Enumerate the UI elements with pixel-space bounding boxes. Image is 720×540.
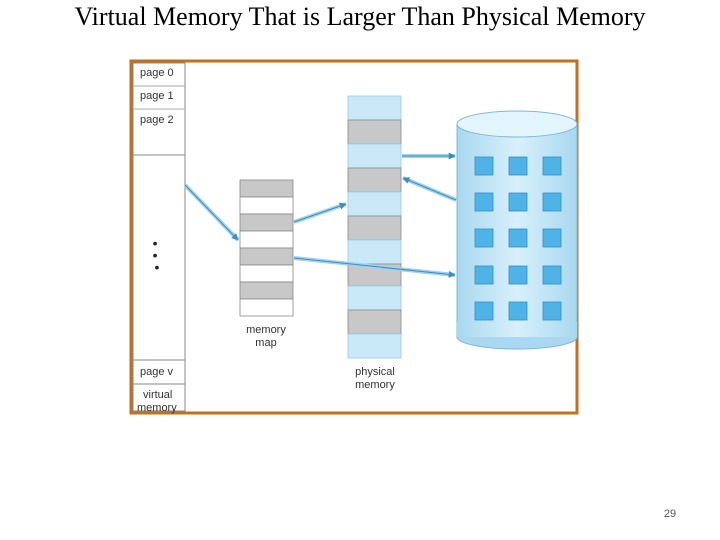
ellipsis-dot: • <box>153 247 158 263</box>
disk-block <box>542 156 562 176</box>
ellipsis-dot: • <box>153 235 158 251</box>
disk-block <box>542 301 562 321</box>
frame-block <box>347 309 402 335</box>
disk-block <box>474 228 494 248</box>
disk-block <box>508 265 528 285</box>
arrow-disk-to-physical <box>402 177 457 201</box>
map-entry <box>239 281 294 300</box>
frame-block <box>347 215 402 241</box>
virtual-memory-label-2: memory <box>137 402 177 414</box>
frame-block <box>347 143 402 169</box>
map-entry <box>239 298 294 317</box>
disk-blocks <box>474 156 562 321</box>
physical-memory: physical memory <box>347 95 402 391</box>
disk-block <box>542 265 562 285</box>
arrow-virtual-to-map <box>184 184 239 241</box>
ellipsis-dot: • <box>155 259 160 275</box>
physical-memory-label-1: physical <box>355 366 395 378</box>
frame-block <box>347 95 402 121</box>
frame-block <box>347 285 402 311</box>
memory-map: memory map <box>239 179 294 349</box>
memory-map-label-1: memory <box>246 324 286 336</box>
disk-block <box>508 156 528 176</box>
mapping-arrows <box>183 152 457 278</box>
disk-block <box>508 301 528 321</box>
disk-block <box>508 228 528 248</box>
virtual-page-1: page 1 <box>140 90 174 102</box>
disk-block <box>474 265 494 285</box>
map-entry <box>239 247 294 266</box>
arrow-map-to-physical-1 <box>293 202 347 223</box>
slide-title: Virtual Memory That is Larger Than Physi… <box>74 2 646 31</box>
map-entry <box>239 196 294 215</box>
disk-block <box>474 192 494 212</box>
map-entry <box>239 179 294 198</box>
virtual-ellipsis: • • • <box>153 235 162 275</box>
disk-block <box>542 228 562 248</box>
map-entry <box>239 264 294 283</box>
disk-block <box>474 156 494 176</box>
virtual-page-0: page 0 <box>140 67 174 79</box>
virtual-page-2: page 2 <box>140 114 174 126</box>
page-number: 29 <box>663 508 677 520</box>
virtual-memory-label-1: virtual <box>143 389 172 401</box>
map-entry <box>239 213 294 232</box>
map-entry <box>239 230 294 249</box>
virtual-memory-column: page 0 page 1 page 2 • • • page v virtua… <box>132 62 186 414</box>
frame-block <box>347 239 402 265</box>
frame-block <box>347 167 402 193</box>
disk-block <box>474 301 494 321</box>
arrow-map-to-disk <box>293 257 456 278</box>
virtual-page-v: page v <box>140 366 174 378</box>
physical-memory-label-2: memory <box>355 379 395 391</box>
disk-block <box>508 192 528 212</box>
frame-block <box>347 333 402 359</box>
memory-map-label-2: map <box>255 337 276 349</box>
frame-block <box>347 191 402 217</box>
frame-block <box>347 119 402 145</box>
disk-block <box>542 192 562 212</box>
